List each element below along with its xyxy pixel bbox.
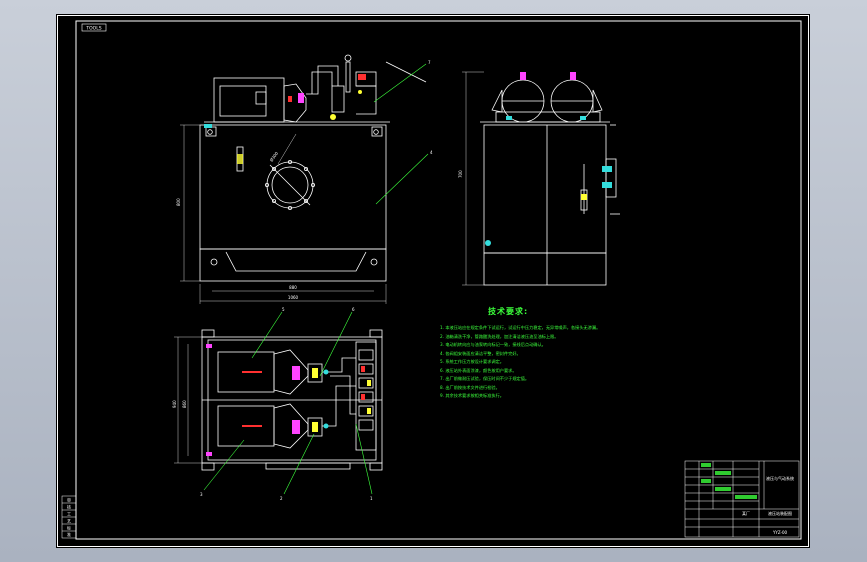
- plan-view: [201, 329, 383, 471]
- title-block-drawing-name: 液压站装配图: [768, 510, 792, 516]
- callout-plan-2: 6: [352, 307, 355, 312]
- title-block-company: 液压与气动系统: [766, 475, 794, 481]
- code-box: [81, 23, 107, 32]
- note-item: 4. 各阀组安装面应清洁平整，密封件完好。: [440, 350, 521, 356]
- title-block: [61, 460, 800, 539]
- code-box-label: TOOLS: [85, 26, 101, 32]
- callout-plan-4: 2: [280, 496, 283, 501]
- front-view-leaders: [373, 63, 429, 205]
- title-block-unit: 某厂: [742, 510, 750, 516]
- notes-title: 技术要求:: [488, 307, 529, 316]
- side-table-4: 标: [67, 525, 71, 531]
- note-item: 6. 液压站外表面涂漆，颜色按用户要求。: [440, 367, 517, 373]
- callout-plan-5: 1: [370, 496, 373, 501]
- notes-list: 1. 本液压站应在规定条件下试运行，试运行中压力稳定，无异常噪声，各接头无渗漏。…: [440, 324, 740, 401]
- front-view: [199, 54, 427, 282]
- note-item: 9. 其余技术要求按相关标准执行。: [440, 393, 504, 398]
- note-item: 1. 本液压站应在规定条件下试运行，试运行中压力稳定，无异常噪声，各接头无渗漏。: [440, 325, 601, 330]
- side-view-accents: [485, 72, 612, 246]
- plan-view-accents: [206, 344, 371, 456]
- dim-plan-width-2: 860: [182, 400, 187, 408]
- dim-diameter: Ø300: [269, 150, 280, 162]
- drawing-sheet: TOOLS: [56, 14, 810, 548]
- plan-view-leaders: [203, 311, 373, 495]
- note-item: 3. 电动机转向应与油泵转向标记一致，接线后点动确认。: [440, 342, 546, 347]
- side-table-0: 审: [67, 497, 71, 503]
- dim-side-height: 700: [458, 170, 463, 178]
- inner-border: [75, 20, 802, 540]
- outer-border: [57, 15, 809, 547]
- callout-front-mid: 4: [430, 150, 433, 155]
- dim-front-height: 800: [176, 198, 181, 206]
- title-block-green-cells: [701, 463, 757, 499]
- dim-front-width: 1060: [288, 295, 299, 300]
- front-view-dims: [180, 124, 387, 304]
- callout-plan-1: 5: [282, 307, 285, 312]
- side-view-dims: [462, 71, 484, 286]
- side-table-2: 工: [67, 512, 71, 517]
- note-item: 8. 出厂前按技术文件进行检验。: [440, 384, 500, 390]
- note-item: 5. 系统工作压力按设计要求调定。: [440, 359, 504, 364]
- callout-plan-3: 3: [200, 492, 203, 497]
- side-table-3: 艺: [67, 519, 71, 524]
- dim-plan-width-1: 940: [172, 400, 177, 408]
- front-view-accents: [204, 74, 366, 164]
- note-item: 2. 油箱清洗干净，管路酸洗处理，加注清洁液压油至油标上限。: [440, 333, 559, 339]
- note-item: 7. 出厂前做耐压试验，保压时间不少于规定值。: [440, 376, 530, 381]
- title-block-drawing-no: YYZ-00: [772, 530, 788, 535]
- side-view: [480, 79, 620, 286]
- side-table-1: 核: [67, 504, 71, 510]
- plan-view-dims: [174, 336, 202, 464]
- drawing-canvas: TOOLS: [57, 15, 809, 547]
- dim-front-inner-width: 880: [289, 285, 297, 290]
- side-table-5: 准: [67, 531, 71, 537]
- callout-front-top: 7: [428, 60, 431, 65]
